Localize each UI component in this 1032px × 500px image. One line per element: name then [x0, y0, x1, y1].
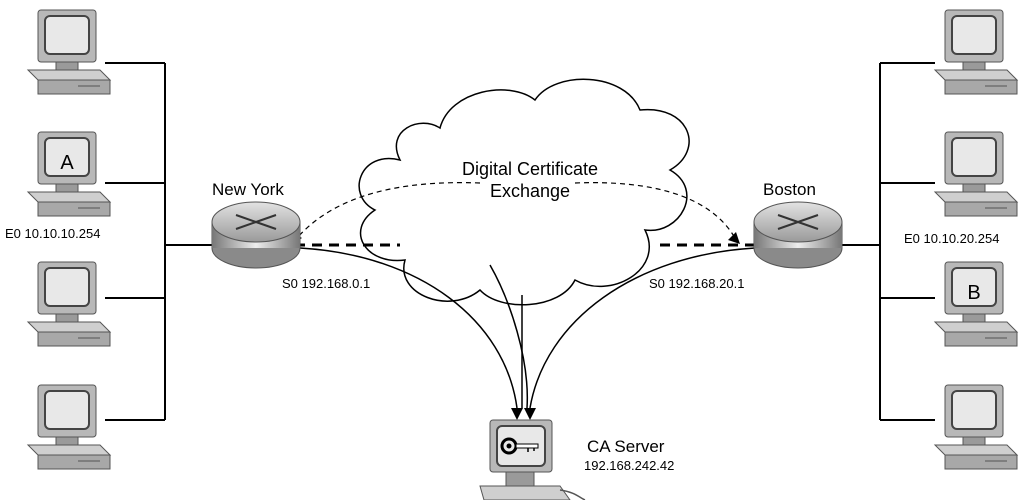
- cloud-label: Digital Certificate Exchange: [430, 158, 630, 202]
- ca-server-ip: 192.168.242.42: [584, 458, 675, 473]
- right-lan: [842, 62, 935, 421]
- router-right-serial: S0 192.168.20.1: [649, 276, 745, 291]
- host-a-label: A: [60, 152, 74, 174]
- pc-left-4: [27, 384, 111, 470]
- pc-left-1: [27, 9, 111, 95]
- cloud-label-line2: Exchange: [489, 181, 571, 201]
- left-lan: [105, 62, 212, 421]
- arrowhead-right: [728, 232, 740, 244]
- cloud-label-line1: Digital Certificate: [461, 159, 599, 179]
- router-left-ethernet: E0 10.10.10.254: [5, 226, 101, 241]
- ca-links: [299, 247, 756, 409]
- router-new-york: [211, 201, 301, 269]
- router-left-name: New York: [212, 180, 284, 199]
- ca-server: [479, 419, 586, 500]
- router-boston: [753, 201, 843, 269]
- certificate-exchange-arcs: [296, 182, 736, 239]
- pc-left-3: [27, 261, 111, 347]
- pc-right-4: [934, 384, 1018, 470]
- router-right-ethernet: E0 10.10.20.254: [904, 231, 1000, 246]
- host-b-label: B: [967, 282, 981, 304]
- ca-server-name: CA Server: [587, 437, 665, 456]
- router-right-name: Boston: [763, 180, 816, 199]
- pc-right-2: [934, 131, 1018, 217]
- key-icon: [500, 437, 539, 455]
- internet-cloud: [358, 78, 690, 306]
- pc-right-1: [934, 9, 1018, 95]
- router-left-serial: S0 192.168.0.1: [282, 276, 371, 291]
